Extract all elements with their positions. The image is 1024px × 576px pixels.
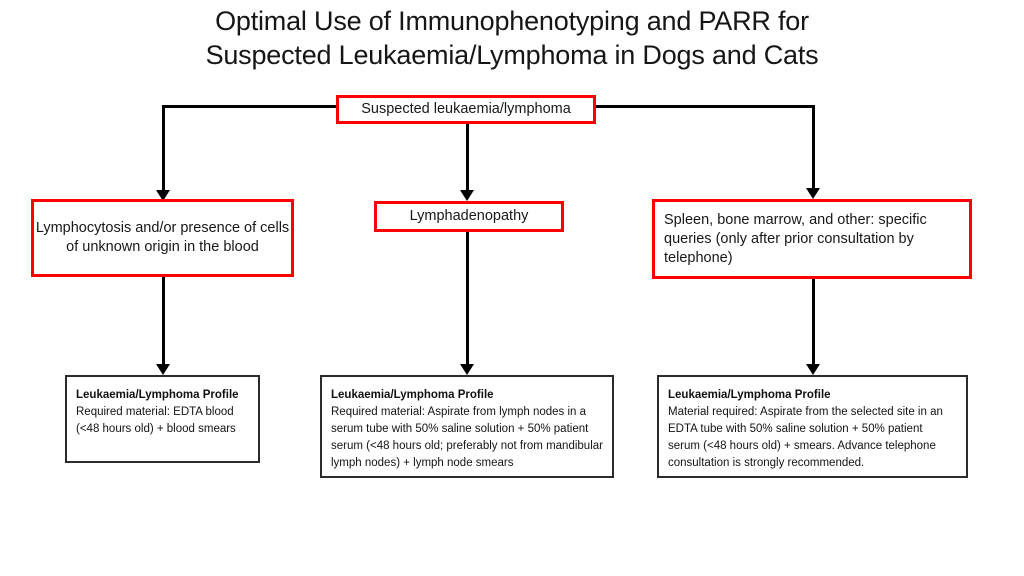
node-profile-other-site: Leukaemia/Lymphoma Profile Material requ…: [657, 375, 968, 478]
profile-other-site-body: Material required: Aspirate from the sel…: [668, 406, 943, 469]
node-lymphocytosis-blood: Lymphocytosis and/or presence of cells o…: [31, 199, 294, 277]
arrowhead-root-to-lymphadenopathy: [460, 190, 474, 201]
profile-blood-body: Required material: EDTA blood (<48 hours…: [76, 406, 236, 435]
profile-lymph-node-heading: Leukaemia/Lymphoma Profile: [331, 389, 494, 401]
connector-root-to-spleen-vertical: [812, 105, 815, 193]
page-title: Optimal Use of Immunophenotyping and PAR…: [60, 4, 964, 72]
connector-root-to-blood-vertical: [162, 105, 165, 195]
profile-blood-heading: Leukaemia/Lymphoma Profile: [76, 389, 239, 401]
node-lymphocytosis-blood-label: Lymphocytosis and/or presence of cells o…: [35, 220, 290, 255]
profile-other-site-heading: Leukaemia/Lymphoma Profile: [668, 389, 831, 401]
node-profile-lymph-node: Leukaemia/Lymphoma Profile Required mate…: [320, 375, 614, 478]
page-title-line-1: Optimal Use of Immunophenotyping and PAR…: [215, 6, 809, 36]
node-lymphadenopathy: Lymphadenopathy: [374, 201, 564, 232]
connector-blood-to-profile: [162, 277, 165, 367]
connector-root-to-spleen-horizontal: [593, 105, 815, 108]
connector-root-to-lymphadenopathy: [466, 122, 469, 192]
connector-spleen-to-profile: [812, 279, 815, 367]
node-profile-blood: Leukaemia/Lymphoma Profile Required mate…: [65, 375, 260, 463]
page-title-line-2: Suspected Leukaemia/Lymphoma in Dogs and…: [205, 40, 819, 70]
node-lymphadenopathy-label: Lymphadenopathy: [409, 208, 529, 224]
node-spleen-bone-marrow-other-label: Spleen, bone marrow, and other: specific…: [664, 211, 927, 266]
arrowhead-root-to-blood: [156, 190, 170, 201]
profile-lymph-node-body: Required material: Aspirate from lymph n…: [331, 406, 603, 469]
node-root-label: Suspected leukaemia/lymphoma: [361, 101, 571, 117]
arrowhead-lymphadenopathy-to-profile: [460, 364, 474, 375]
node-spleen-bone-marrow-other: Spleen, bone marrow, and other: specific…: [652, 199, 972, 279]
arrowhead-root-to-spleen: [806, 188, 820, 199]
connector-lymphadenopathy-to-profile: [466, 232, 469, 367]
arrowhead-blood-to-profile: [156, 364, 170, 375]
arrowhead-spleen-to-profile: [806, 364, 820, 375]
connector-root-to-blood-horizontal: [162, 105, 338, 108]
node-suspected-leukaemia-lymphoma: Suspected leukaemia/lymphoma: [336, 95, 596, 124]
